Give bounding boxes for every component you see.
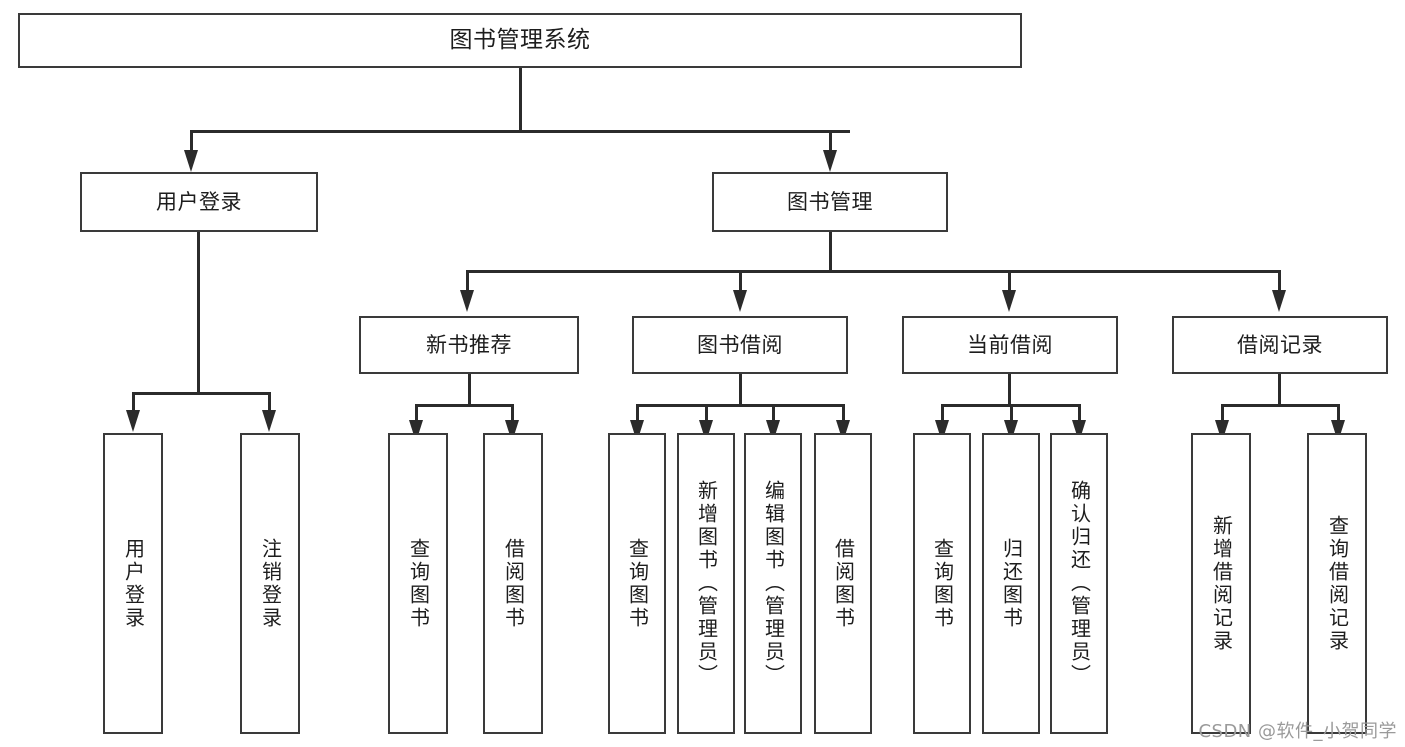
connector-level3-drop-1	[466, 270, 469, 292]
leaf-query-book-borrow[interactable]: 查询图书	[608, 433, 666, 734]
leaf-label: 编辑图书（管理员）	[761, 480, 786, 687]
arrow-to-book-borrow	[733, 290, 747, 312]
connector-user-login-drop-1	[132, 392, 135, 412]
node-new-book-recommend[interactable]: 新书推荐	[359, 316, 579, 374]
connector-root-drop-left	[190, 130, 193, 152]
arrow-to-leaf-logout	[262, 410, 276, 432]
connector-book-borrow-stem	[739, 374, 742, 404]
leaf-label: 借阅图书	[831, 537, 856, 630]
connector-level3-drop-3	[1008, 270, 1011, 292]
leaf-logout[interactable]: 注销登录	[240, 433, 300, 734]
connector-new-book-stem	[468, 374, 471, 404]
connector-level3-bus	[466, 270, 1280, 273]
connector-user-login-stem	[197, 232, 200, 392]
node-book-borrow[interactable]: 图书借阅	[632, 316, 848, 374]
connector-user-login-bus	[132, 392, 270, 395]
connector-borrow-record-drop-2	[1337, 404, 1340, 422]
leaf-label: 查询图书	[625, 537, 650, 630]
arrow-to-new-book-recommend	[460, 290, 474, 312]
leaf-query-book-current[interactable]: 查询图书	[913, 433, 971, 734]
leaf-user-login[interactable]: 用户登录	[103, 433, 163, 734]
connector-book-borrow-drop-4	[842, 404, 845, 422]
connector-borrow-record-bus	[1221, 404, 1339, 407]
arrow-to-current-borrow	[1002, 290, 1016, 312]
connector-book-borrow-drop-2	[705, 404, 708, 422]
connector-book-borrow-drop-1	[636, 404, 639, 422]
connector-new-book-drop-2	[511, 404, 514, 422]
leaf-label: 注销登录	[258, 537, 283, 630]
leaf-label: 查询图书	[406, 537, 431, 630]
node-root-library-management-system[interactable]: 图书管理系统	[18, 13, 1022, 68]
arrow-to-borrow-record	[1272, 290, 1286, 312]
connector-level3-drop-4	[1278, 270, 1281, 292]
leaf-label: 查询图书	[930, 537, 955, 630]
connector-current-borrow-drop-2	[1010, 404, 1013, 422]
leaf-label: 归还图书	[999, 537, 1024, 630]
connector-new-book-drop-1	[415, 404, 418, 422]
connector-current-borrow-stem	[1008, 374, 1011, 404]
leaf-label: 用户登录	[121, 537, 146, 630]
arrow-to-user-login	[184, 150, 198, 172]
node-borrow-record[interactable]: 借阅记录	[1172, 316, 1388, 374]
connector-root-drop-right	[829, 130, 832, 152]
leaf-return-book[interactable]: 归还图书	[982, 433, 1040, 734]
leaf-borrow-book-new-recommend[interactable]: 借阅图书	[483, 433, 543, 734]
connector-borrow-record-drop-1	[1221, 404, 1224, 422]
connector-root-stem	[519, 68, 522, 130]
leaf-label: 确认归还（管理员）	[1067, 480, 1092, 687]
connector-root-bus	[190, 130, 850, 133]
connector-level3-drop-2	[739, 270, 742, 292]
leaf-query-borrow-record[interactable]: 查询借阅记录	[1307, 433, 1367, 734]
leaf-confirm-return-admin[interactable]: 确认归还（管理员）	[1050, 433, 1108, 734]
leaf-label: 借阅图书	[501, 537, 526, 630]
leaf-borrow-book-borrow[interactable]: 借阅图书	[814, 433, 872, 734]
arrow-to-book-management	[823, 150, 837, 172]
connector-current-borrow-drop-3	[1078, 404, 1081, 422]
leaf-label: 新增借阅记录	[1209, 514, 1234, 653]
connector-user-login-drop-2	[268, 392, 271, 412]
leaf-edit-book-admin[interactable]: 编辑图书（管理员）	[744, 433, 802, 734]
leaf-label: 查询借阅记录	[1325, 514, 1350, 653]
node-user-login[interactable]: 用户登录	[80, 172, 318, 232]
connector-current-borrow-drop-1	[941, 404, 944, 422]
node-current-borrow[interactable]: 当前借阅	[902, 316, 1118, 374]
node-book-management[interactable]: 图书管理	[712, 172, 948, 232]
leaf-label: 新增图书（管理员）	[694, 480, 719, 687]
leaf-query-book-new-recommend[interactable]: 查询图书	[388, 433, 448, 734]
arrow-to-leaf-user-login	[126, 410, 140, 432]
connector-new-book-bus	[415, 404, 513, 407]
leaf-add-book-admin[interactable]: 新增图书（管理员）	[677, 433, 735, 734]
connector-borrow-record-stem	[1278, 374, 1281, 404]
connector-book-borrow-bus	[636, 404, 844, 407]
connector-book-borrow-drop-3	[772, 404, 775, 422]
leaf-add-borrow-record[interactable]: 新增借阅记录	[1191, 433, 1251, 734]
connector-book-management-stem	[829, 232, 832, 270]
